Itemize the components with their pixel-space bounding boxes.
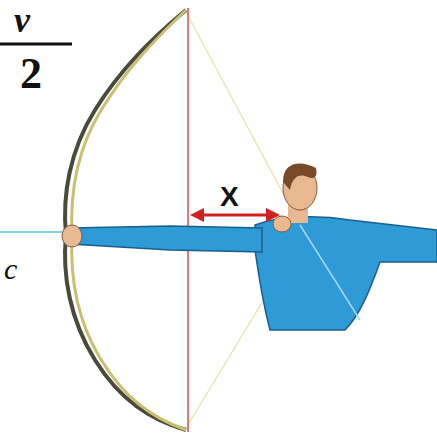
variable-label: c <box>4 254 17 284</box>
archer-arm <box>70 226 262 252</box>
guide-line <box>186 12 300 225</box>
drawing-hand <box>273 216 291 232</box>
arrow-head <box>190 208 204 222</box>
bow-string <box>187 8 189 432</box>
archer-body <box>255 217 437 330</box>
archer-hair <box>283 164 317 190</box>
displacement-arrow <box>200 214 270 217</box>
displacement-label: X <box>218 183 241 211</box>
archer-hand <box>62 225 82 247</box>
bow-outline <box>65 10 186 430</box>
fraction-numerator: v <box>14 2 30 38</box>
fraction-bar <box>0 43 72 46</box>
arrow-head <box>266 208 280 222</box>
bow-face <box>72 10 186 430</box>
fraction-denominator: 2 <box>20 52 42 96</box>
shirt-strap <box>300 225 360 320</box>
